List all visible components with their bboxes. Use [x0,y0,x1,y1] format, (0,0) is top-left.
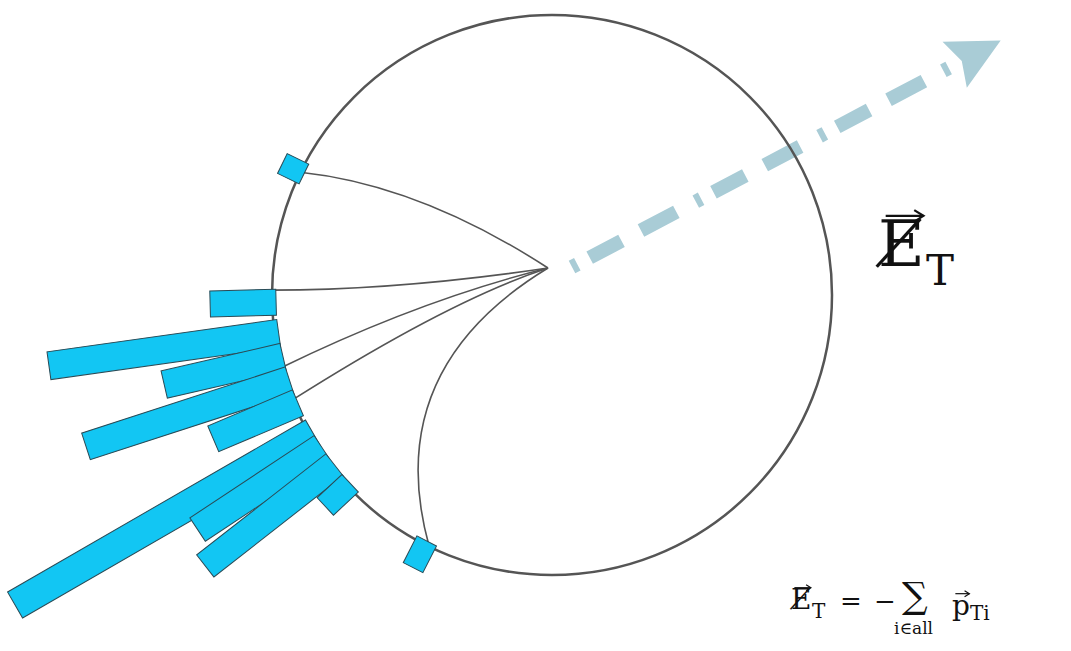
formula-symbol: E̸ [878,212,925,276]
formula-term: i∈all [894,620,933,637]
calorimeter-deposit [317,474,358,515]
formula-term: T [812,601,825,621]
particle-track [292,268,548,400]
formula-term: = [840,588,862,614]
calorimeter-deposit [197,454,343,577]
detector-circle [272,15,832,575]
formula-symbol: ∑ [902,578,928,614]
formula-symbol: T [926,250,954,292]
formula-term: p [952,592,970,620]
formula-term: E̸ [791,586,811,614]
particle-track [418,268,548,547]
calorimeter-deposit [403,536,436,573]
formula-term: − [874,588,896,614]
met-arrow-head [943,41,1001,88]
calorimeter-deposit [278,154,309,184]
formula-term: Ti [970,603,990,623]
particle-track [300,172,548,268]
calorimeter-deposit [210,289,277,317]
